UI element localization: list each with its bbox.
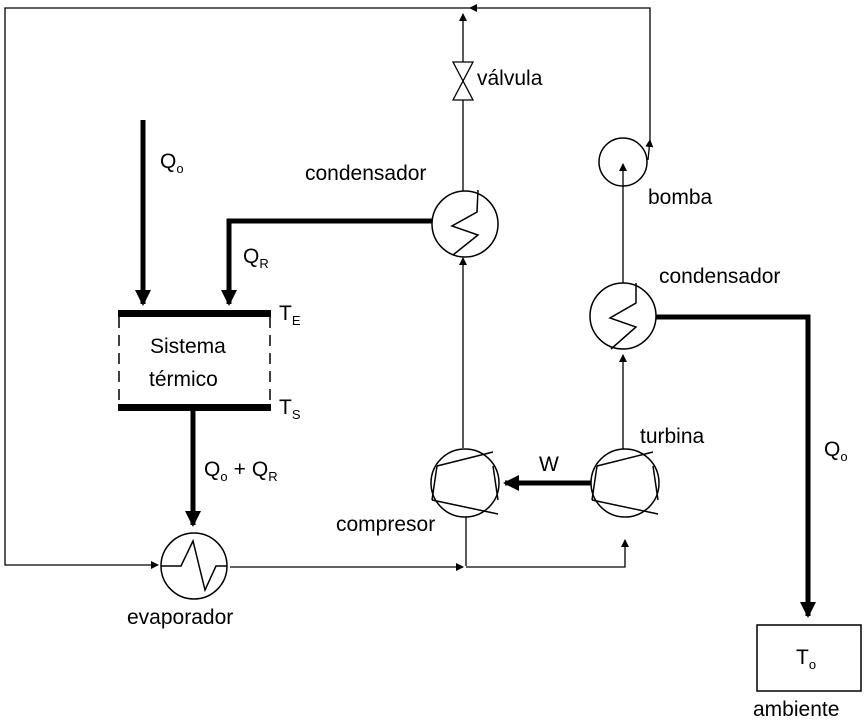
- valve-label: válvula: [477, 67, 543, 90]
- junction-to-turbine-line: [466, 539, 629, 568]
- ambient-box: [756, 624, 862, 692]
- system-label-line2: térmico: [149, 368, 218, 391]
- qr-label: QR: [243, 245, 269, 271]
- work-label: W: [539, 453, 559, 476]
- condenser-top-symbol: [431, 189, 499, 258]
- qo-input-label: Qo: [160, 150, 184, 176]
- condenser-right-symbol: [589, 282, 657, 350]
- qo-output-label: Qo: [824, 438, 848, 464]
- valve-symbol: [451, 61, 475, 101]
- turbine-label: turbina: [640, 425, 705, 448]
- qo-qr-label: Qo+QR: [204, 458, 278, 484]
- condenser-right-label: condensador: [659, 265, 780, 288]
- pump-outlet-line: [645, 139, 654, 161]
- to-label: To: [796, 646, 816, 672]
- evaporator-label: evaporador: [127, 606, 233, 629]
- ambient-label: ambiente: [753, 698, 839, 721]
- turbine-symbol: [590, 448, 660, 518]
- qr-arrow: [221, 218, 432, 306]
- te-label: TE: [279, 302, 301, 328]
- heavy-heat-arrows: [135, 120, 816, 618]
- compressor-label: compresor: [336, 513, 435, 536]
- left-loop-line: [4, 7, 470, 569]
- top-return-line: [469, 4, 651, 140]
- pump-label: bomba: [648, 186, 713, 209]
- compressor-symbol: [430, 448, 500, 518]
- ts-label: TS: [279, 396, 301, 422]
- system-label-line1: Sistema: [150, 335, 226, 358]
- condenser-top-label: condensador: [305, 162, 426, 185]
- thermal-system-box: [118, 310, 271, 411]
- evaporator-symbol: [160, 532, 228, 600]
- qo-output-arrow: [656, 314, 816, 618]
